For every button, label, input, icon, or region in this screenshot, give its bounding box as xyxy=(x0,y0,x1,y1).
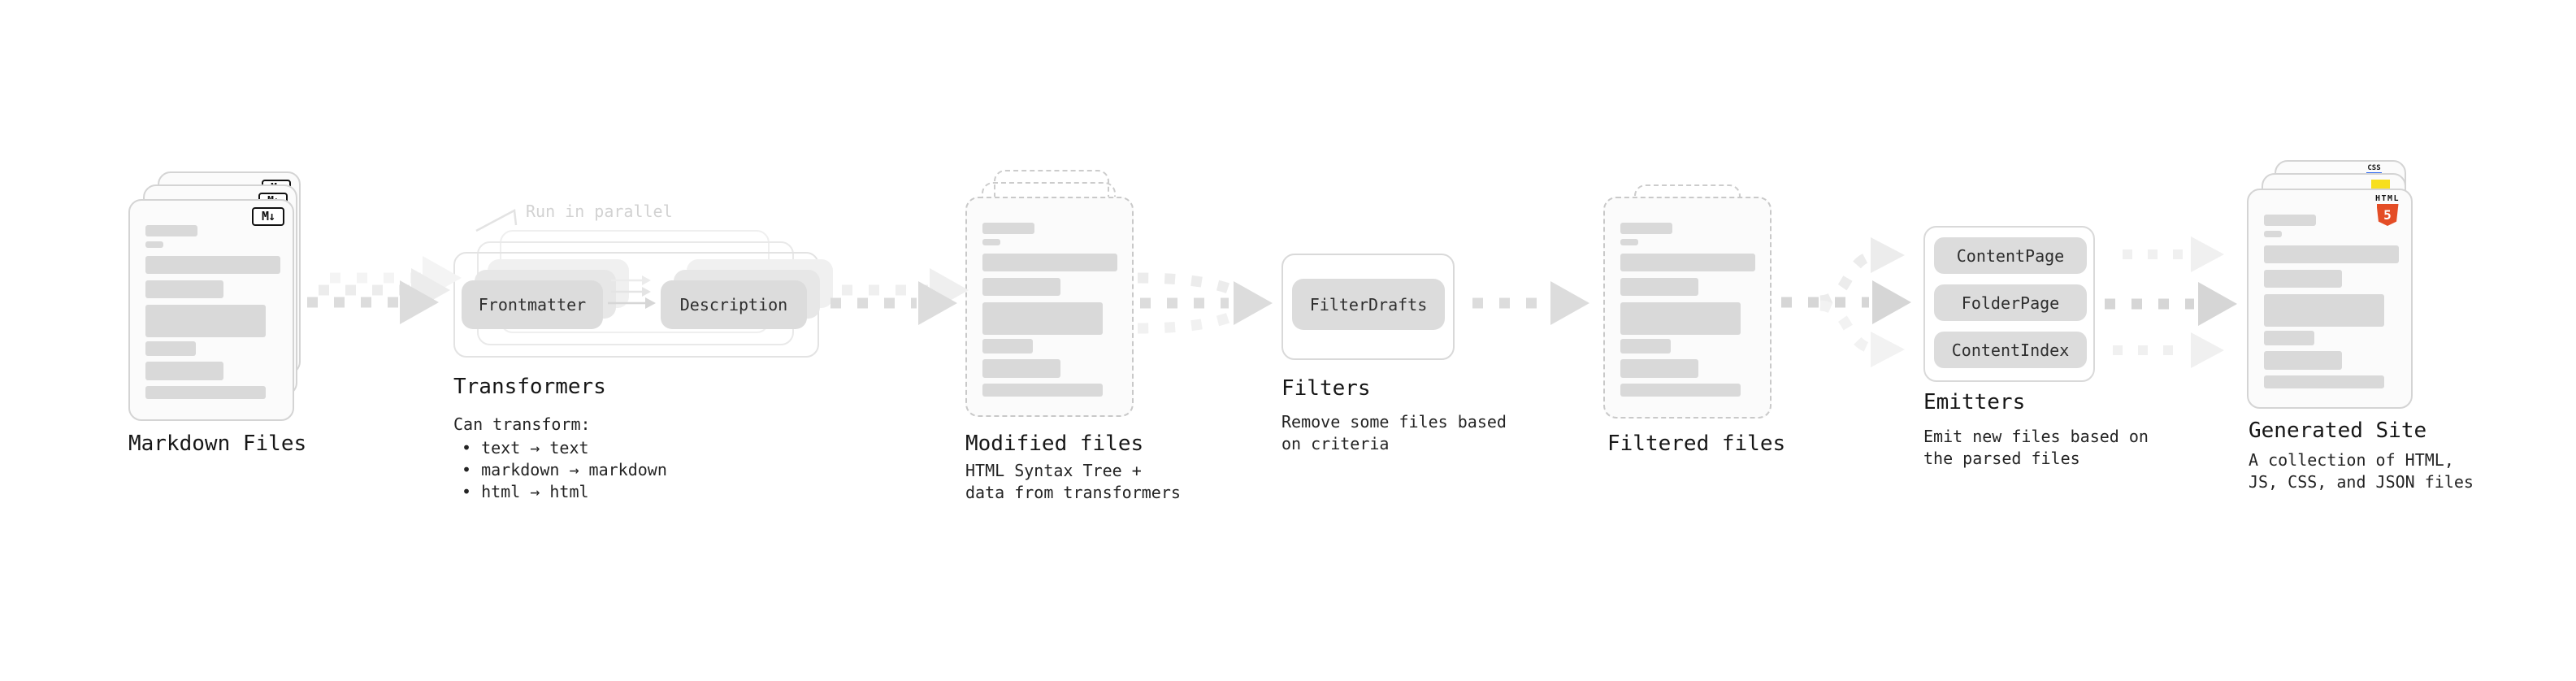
content-line-bar xyxy=(2264,231,2282,237)
content-line-bar xyxy=(982,302,1103,335)
content-line-bar xyxy=(145,280,223,298)
content-line-bar xyxy=(2264,375,2384,388)
content-line-bar xyxy=(145,256,280,274)
content-line-bar xyxy=(1620,239,1638,245)
transformer-description: Description xyxy=(661,280,807,329)
arrow-emitters-to-generated xyxy=(2105,236,2237,368)
content-line-bar xyxy=(2264,270,2342,288)
content-line-bar xyxy=(145,362,223,380)
content-line-bar xyxy=(1620,254,1755,271)
arrow-filtered-to-emitters xyxy=(1781,237,1911,367)
content-line-bar xyxy=(2264,331,2314,345)
content-line-bar xyxy=(982,359,1060,378)
modified-files-subtitle: HTML Syntax Tree + data from transformer… xyxy=(965,461,1181,502)
content-line-bar xyxy=(2264,294,2384,327)
emitters-subtitle: Emit new files based on the parsed files xyxy=(1923,427,2149,468)
content-line-bar xyxy=(2264,215,2316,226)
html5-icon-shield: 5 xyxy=(2376,204,2399,226)
transformers-bullet: • markdown → markdown xyxy=(462,460,667,479)
transformers-bullet: • text → text xyxy=(462,438,589,458)
content-line-bar xyxy=(2264,351,2342,370)
arrow-filters-to-filtered xyxy=(1472,281,1589,325)
content-line-bar xyxy=(1620,223,1672,234)
content-line-bar xyxy=(982,384,1103,397)
markdown-file-card-front: M↓ xyxy=(128,199,294,421)
content-line-bar xyxy=(982,239,1000,245)
stage-title-generated-site: Generated Site xyxy=(2249,419,2427,443)
content-line-bar xyxy=(982,278,1060,296)
emitter-folderpage: FolderPage xyxy=(1934,284,2087,321)
content-line-bar xyxy=(1620,278,1698,296)
stage-title-emitters: Emitters xyxy=(1923,390,2026,414)
content-line-bar xyxy=(145,305,266,337)
content-line-bar xyxy=(145,225,197,236)
content-line-bar xyxy=(982,339,1033,354)
stage-title-transformers: Transformers xyxy=(453,375,606,399)
content-line-bar xyxy=(1620,339,1671,354)
html5-icon: HTML 5 xyxy=(2374,195,2401,226)
stage-title-filtered-files: Filtered files xyxy=(1607,432,1786,456)
run-in-parallel-callout-line xyxy=(475,209,518,232)
content-line-bar xyxy=(145,341,196,356)
content-line-bar xyxy=(1620,359,1698,378)
generated-file-card-front: HTML 5 xyxy=(2247,189,2413,409)
generated-site-subtitle: A collection of HTML, JS, CSS, and JSON … xyxy=(2249,450,2474,492)
content-line-bar xyxy=(982,254,1117,271)
transformer-frontmatter: Frontmatter xyxy=(462,280,603,329)
html5-icon-label: HTML xyxy=(2374,194,2400,203)
filters-subtitle: Remove some files based on criteria xyxy=(1281,412,1507,453)
filtered-file-card xyxy=(1603,197,1772,419)
css-icon-label: CSS xyxy=(2367,164,2381,172)
content-line-bar xyxy=(1620,302,1741,335)
markdown-icon: M↓ xyxy=(252,207,284,226)
content-line-bar xyxy=(2264,245,2399,263)
filter-filterdrafts: FilterDrafts xyxy=(1292,279,1445,330)
stage-title-markdown-files: Markdown Files xyxy=(128,432,307,456)
modified-file-card xyxy=(965,197,1134,417)
content-line-bar xyxy=(145,241,163,248)
transformers-desc-heading: Can transform: xyxy=(453,414,591,434)
content-line-bar xyxy=(1620,384,1741,397)
emitter-contentpage: ContentPage xyxy=(1934,237,2087,274)
content-line-bar xyxy=(982,223,1034,234)
stage-title-filters: Filters xyxy=(1281,376,1371,401)
run-in-parallel-note: Run in parallel xyxy=(526,202,673,221)
stage-title-modified-files: Modified files xyxy=(965,432,1144,456)
arrow-markdown-to-transformers xyxy=(307,256,462,324)
emitter-contentindex: ContentIndex xyxy=(1934,332,2087,368)
transformers-bullet: • html → html xyxy=(462,482,589,501)
arrow-transformers-to-modified xyxy=(830,268,969,325)
content-line-bar xyxy=(145,386,266,399)
arrow-modified-to-filters xyxy=(1137,272,1273,334)
